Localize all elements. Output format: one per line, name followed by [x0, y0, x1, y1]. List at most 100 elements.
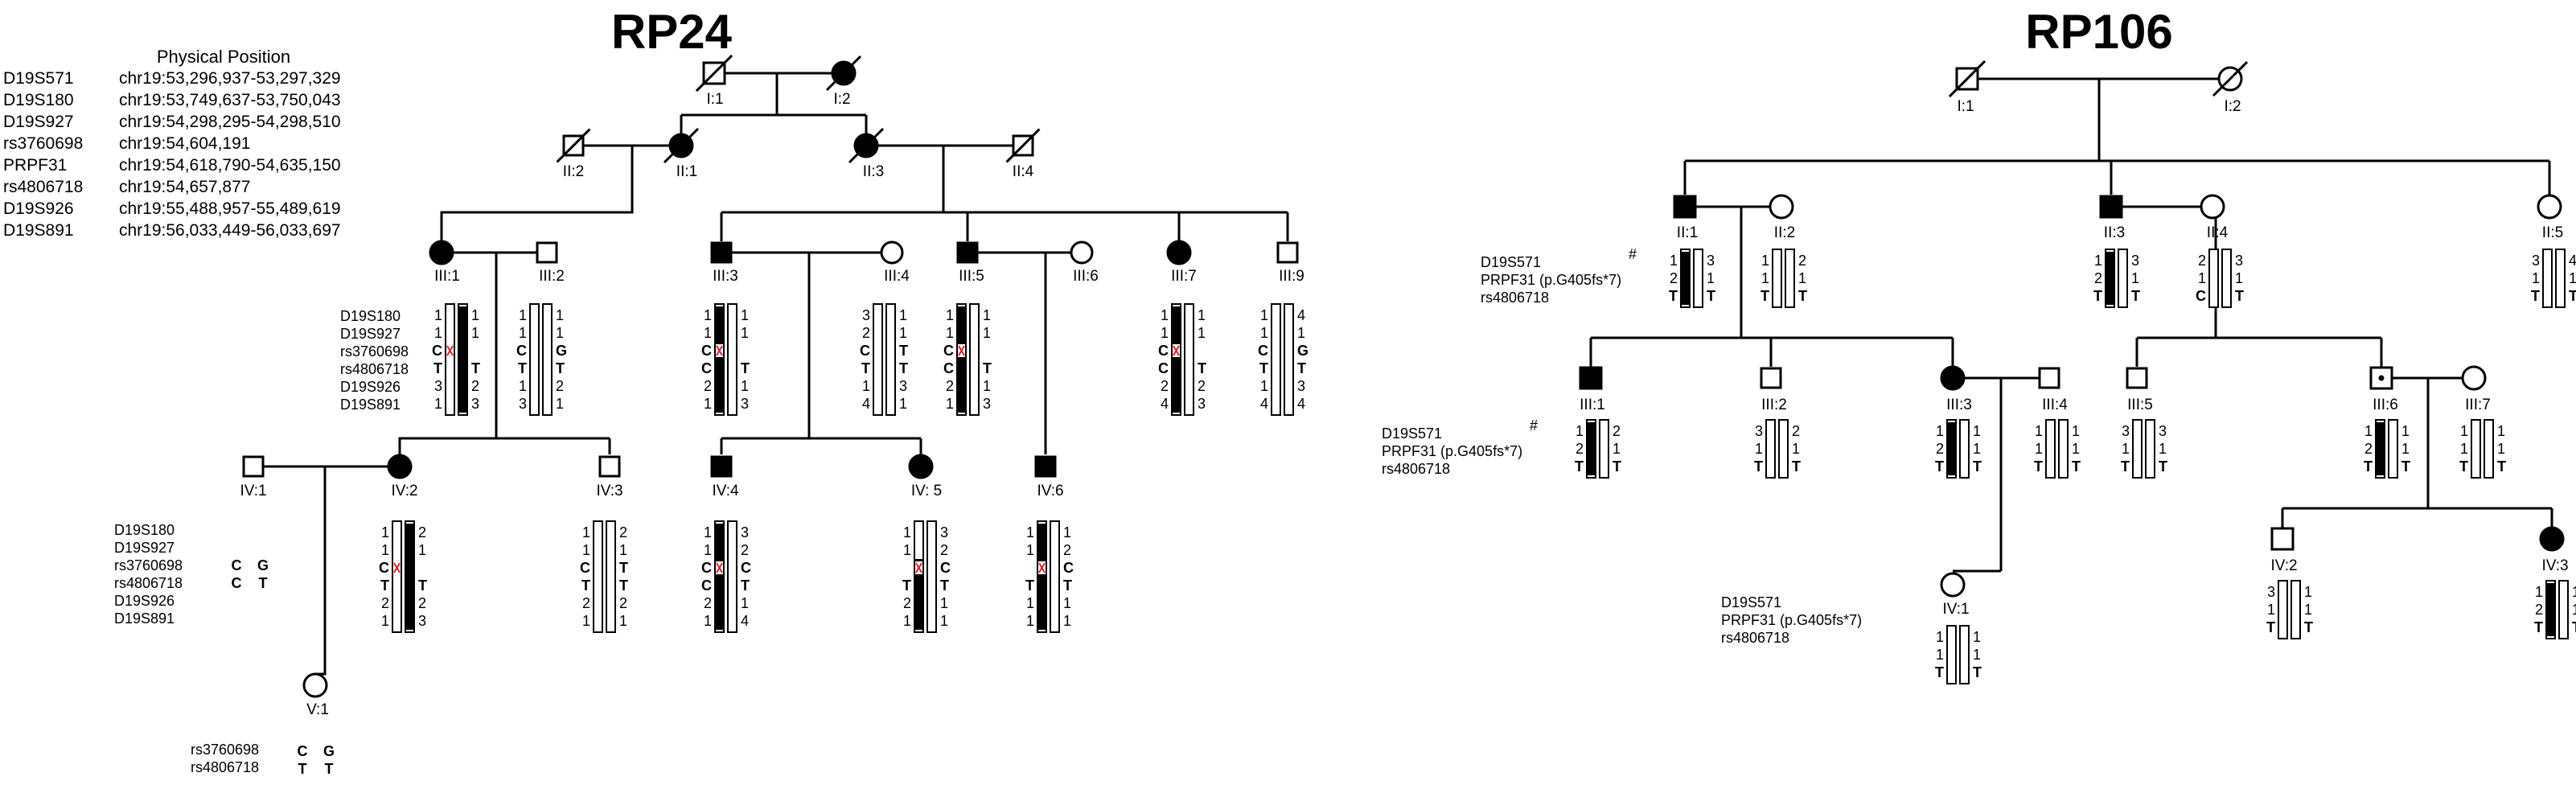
allele-iv1: T — [259, 575, 268, 591]
carrier-dot-icon — [2378, 375, 2385, 381]
marker-key-label: rs4806718 — [114, 575, 183, 591]
allele-left: 1 — [1761, 270, 1769, 286]
allele-left: 1 — [434, 396, 442, 412]
deceased-slash — [825, 55, 862, 92]
individual-label: IV:1 — [1942, 601, 1969, 618]
allele-right: T — [1973, 664, 1982, 680]
allele-left: 2 — [704, 378, 712, 394]
haplotype-segment — [2106, 252, 2114, 305]
allele-left: 2 — [2535, 602, 2543, 618]
individual-label: III:4 — [884, 268, 910, 285]
allele-left: T — [518, 360, 527, 376]
male-III3 — [710, 241, 733, 264]
individual-label: I:1 — [1957, 98, 1974, 115]
individual-label: I:2 — [2224, 98, 2241, 115]
allele-right: 3 — [2235, 253, 2243, 269]
female-III3 — [1940, 365, 1966, 391]
allele-left: C — [379, 560, 389, 576]
individual-label: III:5 — [2127, 397, 2153, 413]
individual-label: III:3 — [713, 268, 738, 285]
allele-left: 1 — [1026, 542, 1034, 558]
marker-position: chr19:54,657,877 — [119, 178, 250, 196]
allele-left: 1 — [903, 613, 911, 629]
haplotype-segment — [2376, 422, 2385, 475]
individual-label: III:2 — [539, 268, 565, 285]
allele-right: 1 — [1707, 270, 1715, 286]
allele-left: 1 — [1670, 253, 1678, 269]
allele-right: T — [983, 360, 992, 376]
deceased-slash — [556, 128, 591, 163]
recombination-x-icon — [393, 562, 401, 573]
allele-iv1: C — [232, 575, 242, 591]
allele-right: 1 — [1198, 307, 1206, 323]
allele-right: 4 — [2569, 253, 2576, 269]
allele-left: 1 — [1161, 325, 1169, 341]
allele-left: 1 — [704, 613, 712, 629]
marker-key-label: PRPF31 (p.G405fs*7) — [1481, 272, 1621, 288]
allele-left: C — [701, 577, 712, 594]
allele-right: T — [1198, 360, 1206, 376]
allele-left: T — [1669, 288, 1678, 304]
allele-left: 1 — [1936, 629, 1944, 645]
allele-left: T — [2534, 619, 2543, 635]
allele-right: 2 — [619, 595, 627, 611]
allele-v1: G — [323, 743, 335, 759]
allele-right: 1 — [741, 595, 749, 611]
pedigree-title-rp24: RP24 — [611, 5, 733, 59]
pedigree-title-rp106: RP106 — [2025, 5, 2172, 59]
allele-left: 2 — [1576, 441, 1584, 457]
allele-left: 1 — [1161, 307, 1169, 323]
haplotype-segment — [957, 306, 966, 413]
allele-left: 3 — [519, 396, 527, 412]
marker-name: rs3760698 — [3, 134, 83, 153]
allele-left: T — [861, 360, 870, 376]
haplotype-bar-left — [1271, 303, 1281, 416]
allele-right: G — [556, 343, 567, 359]
recombination-x-icon — [716, 562, 723, 573]
marker-key-label: D19S926 — [114, 593, 175, 609]
marker-name: D19S927 — [3, 113, 74, 131]
individual-label: III:4 — [2042, 397, 2068, 413]
pedigree-line — [315, 466, 327, 676]
allele-right: C — [1063, 560, 1074, 576]
haplotype-bar-right — [2118, 249, 2128, 308]
recombination-x-icon — [915, 562, 922, 573]
male-III5 — [2126, 367, 2148, 389]
allele-left: 1 — [946, 325, 954, 341]
allele-right: 1 — [1792, 441, 1800, 457]
female-III7 — [1166, 240, 1192, 265]
allele-left: 1 — [1936, 423, 1944, 439]
allele-left: 2 — [2198, 253, 2206, 269]
allele-left: 2 — [2094, 270, 2102, 286]
haplotype-bar-right — [1785, 249, 1795, 308]
individual-label: II:1 — [1677, 224, 1698, 241]
allele-right: 2 — [471, 378, 479, 394]
haplotype-bar-left — [1946, 625, 1957, 684]
allele-left: 1 — [2094, 253, 2102, 269]
allele-left: 2 — [862, 325, 870, 341]
allele-right: 1 — [1973, 647, 1981, 663]
individual-label: II:4 — [1013, 163, 1034, 180]
individual-label: III:6 — [2373, 397, 2398, 413]
allele-right: 1 — [1613, 441, 1621, 457]
allele-left: C — [860, 343, 870, 359]
haplotype-bar-right — [1778, 419, 1789, 479]
allele-left: T — [1754, 458, 1763, 475]
male-III1 — [1579, 366, 1603, 390]
allele-v1: T — [298, 761, 307, 777]
allele-right: T — [1707, 288, 1715, 304]
haplotype-segment — [715, 306, 724, 413]
allele-left: T — [1760, 288, 1769, 304]
allele-right: 1 — [1297, 325, 1305, 341]
male-III2 — [1760, 367, 1782, 389]
allele-right: T — [741, 577, 750, 594]
individual-label: IV:1 — [240, 483, 266, 499]
allele-right: 1 — [1198, 325, 1206, 341]
haplotype-bar-left — [1772, 249, 1782, 308]
haplotype-bar-right — [2290, 580, 2301, 639]
individual-label: III:9 — [1279, 268, 1304, 285]
allele-right: T — [741, 360, 750, 376]
haplotype-bar-right — [542, 303, 553, 416]
haplotype-bar-left — [2542, 249, 2553, 308]
